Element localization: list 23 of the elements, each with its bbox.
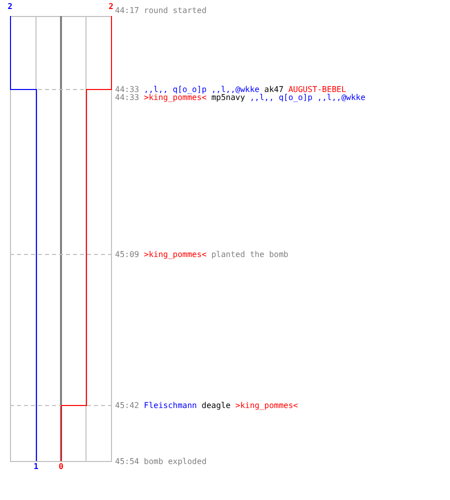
event-time: 44:33 (115, 93, 140, 102)
event-time: 45:42 (115, 401, 140, 410)
event-time: 44:17 (115, 6, 140, 15)
player-name: ,,l,, q[o_o]p ,,l,,@wkke (250, 93, 366, 102)
player-name: >king_pommes< (144, 93, 207, 102)
event-text: planted the bomb (211, 250, 288, 259)
player-name: >king_pommes< (235, 401, 298, 410)
weapon-name: mp5navy (211, 93, 246, 102)
event-text: round started (144, 6, 207, 15)
player-name: Fleischmann (144, 401, 197, 410)
weapon-name: ak47 (264, 85, 284, 94)
player-name: ,,l,, q[o_o]p ,,l,,@wkke (144, 85, 260, 94)
player-count: 2 (8, 2, 12, 11)
event-text: bomb exploded (144, 457, 207, 466)
event-time: 45:09 (115, 250, 140, 259)
player-count: 2 (108, 2, 114, 11)
event-time: 45:54 (115, 457, 140, 466)
weapon-name: deagle (202, 401, 231, 410)
player-name: AUGUST-BEBEL (288, 85, 346, 94)
player-name: >king_pommes< (144, 250, 207, 259)
player-count: 1 (34, 462, 38, 471)
player-count: 0 (58, 462, 64, 471)
event-time: 44:33 (115, 85, 140, 94)
